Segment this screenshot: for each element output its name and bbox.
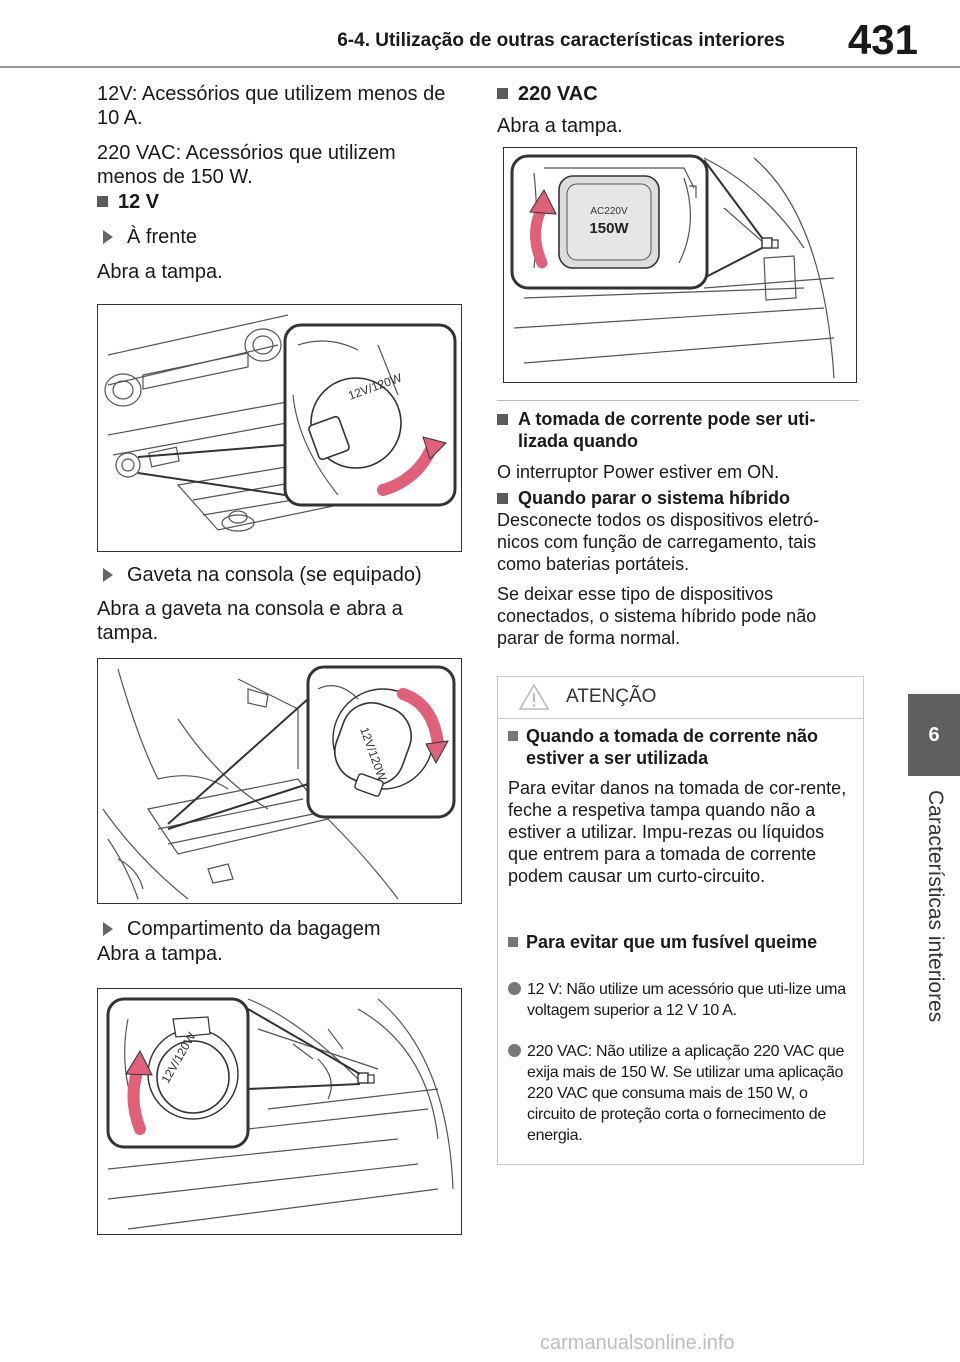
warning-item2-title: Para evitar que um fusível queime <box>508 931 848 953</box>
heading-220-text: 220 VAC <box>518 83 598 105</box>
heading-12v: 12 V <box>97 190 159 214</box>
open-arrow-icon <box>530 202 548 269</box>
sub-console: Gaveta na consola (se equipado) <box>103 563 422 587</box>
dot-bullet-icon <box>508 982 521 995</box>
square-bullet-icon <box>508 731 518 741</box>
stop-title: Quando parar o sistema híbrido <box>497 487 859 509</box>
sub-front-text: À frente <box>127 226 198 248</box>
heading-220: 220 VAC <box>497 82 598 106</box>
warning-item2-bullet1-text: 12 V: Não utilize um acessório que uti-l… <box>527 981 846 1019</box>
warning-item1-title: Quando a tomada de corrente não estiver … <box>508 725 848 769</box>
watermark: carmanualsonline.info <box>540 1332 735 1354</box>
figure-luggage-outlet: 12V/120W <box>97 988 462 1235</box>
rotate-arrow-icon <box>397 688 444 750</box>
square-bullet-icon <box>497 88 508 99</box>
heading-12v-text: 12 V <box>118 191 160 213</box>
figure-front-outlet: 12V/120W <box>97 304 462 552</box>
square-bullet-icon <box>508 937 518 947</box>
warning-triangle-icon <box>518 683 550 710</box>
warning-item2-title-text: Para evitar que um fusível queime <box>526 932 818 952</box>
page-number: 431 <box>847 16 918 63</box>
section-title: 6-4. Utilização de outras característica… <box>337 30 785 51</box>
front-desc: Abra a tampa. <box>97 261 223 283</box>
when-title-text: A tomada de corrente pode ser uti-lizada… <box>518 409 816 451</box>
ac-label-big: 150W <box>589 220 629 237</box>
intro-12v: 12V: Acessórios que utilizem menos de 10… <box>97 83 446 129</box>
chapter-side-text: Características interiores <box>924 790 947 1023</box>
sub-front: À frente <box>103 225 197 249</box>
warning-header: ATENÇÃO <box>498 677 863 719</box>
square-bullet-icon <box>97 196 108 207</box>
warning-item2-bullet1: 12 V: Não utilize um acessório que uti-l… <box>508 979 853 1021</box>
sub-luggage: Compartimento da bagagem <box>103 917 380 941</box>
luggage-desc: Abra a tampa. <box>97 943 223 965</box>
stop-text-1: Desconecte todos os dispositivos eletró-… <box>497 510 820 574</box>
chapter-side-label: Características interiores <box>915 790 955 1040</box>
stop-title-text: Quando parar o sistema híbrido <box>518 488 791 508</box>
intro-220: 220 VAC: Acessórios que utilizem menos d… <box>97 142 396 188</box>
warning-item2-bullet2-text: 220 VAC: Não utilize a aplicação 220 VAC… <box>527 1043 845 1144</box>
figure-220v-outlet: AC220V 150W <box>503 147 857 383</box>
square-bullet-icon <box>497 414 508 425</box>
chapter-tab[interactable]: 6 <box>908 694 960 776</box>
stop-text-2: Se deixar esse tipo de dispositivos cone… <box>497 584 817 648</box>
square-bullet-icon <box>497 493 508 504</box>
triangle-bullet-icon <box>103 568 113 582</box>
header-divider <box>0 66 960 68</box>
console-desc: Abra a gaveta na consola e abra a tampa. <box>97 598 403 644</box>
triangle-bullet-icon <box>103 230 113 244</box>
ac-label-small: AC220V <box>590 206 628 217</box>
figure-console-outlet: 12V/120W <box>97 658 462 904</box>
rotate-arrow-icon <box>127 1063 146 1135</box>
when-title: A tomada de corrente pode ser uti-lizada… <box>497 408 859 452</box>
triangle-bullet-icon <box>103 922 113 936</box>
warning-item2-bullet2: 220 VAC: Não utilize a aplicação 220 VAC… <box>508 1041 853 1146</box>
warning-item1-title-text: Quando a tomada de corrente não estiver … <box>526 726 819 768</box>
warning-box: ATENÇÃO Quando a tomada de corrente não … <box>497 676 864 1165</box>
section-divider <box>497 400 859 401</box>
warning-title: ATENÇÃO <box>566 686 657 707</box>
when-text: O interruptor Power estiver em ON. <box>497 462 780 482</box>
dot-bullet-icon <box>508 1044 521 1057</box>
sub-console-text: Gaveta na consola (se equipado) <box>127 564 422 586</box>
sub-luggage-text: Compartimento da bagagem <box>127 918 381 940</box>
warning-item1-text: Para evitar danos na tomada de cor-rente… <box>508 778 847 886</box>
desc-220: Abra a tampa. <box>497 115 623 137</box>
